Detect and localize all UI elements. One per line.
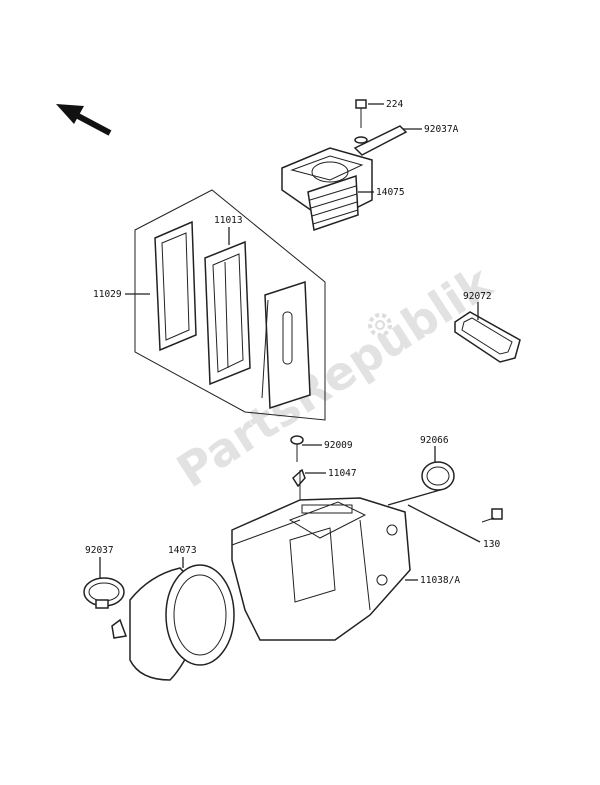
label-92009: 92009 (324, 440, 353, 451)
part-14073-duct (111, 564, 235, 681)
label-92072: 92072 (463, 291, 492, 302)
label-14073: 14073 (168, 545, 197, 556)
arrow-up-left-icon (56, 104, 112, 136)
part-224-bolt (354, 99, 368, 144)
gear-icon (368, 313, 392, 337)
part-14075-duct (281, 147, 373, 231)
label-11047: 11047 (328, 468, 357, 479)
part-labels: 224 92037A 14075 11013 11029 92072 92009… (85, 99, 500, 586)
label-11038A: 11038/A (420, 575, 460, 586)
part-92066-cap (421, 461, 455, 491)
label-11013: 11013 (214, 215, 243, 226)
label-92066: 92066 (420, 435, 449, 446)
label-11029: 11029 (93, 289, 122, 300)
label-130: 130 (483, 539, 500, 550)
label-14075: 14075 (376, 187, 405, 198)
part-92009-screw (290, 435, 304, 462)
part-92037-clamp (83, 577, 125, 609)
part-11038A-case (231, 497, 411, 641)
part-92072-band (454, 311, 521, 363)
part-130-bolt (481, 508, 503, 523)
part-filter-holder (261, 280, 311, 410)
label-224: 224 (386, 99, 403, 110)
part-11029-gasket (154, 220, 197, 352)
part-11013-element (204, 240, 251, 386)
label-92037: 92037 (85, 545, 114, 556)
label-92037A: 92037A (424, 124, 459, 135)
part-92037A-strap (353, 125, 408, 156)
leader-lines (99, 103, 481, 581)
part-11047-bracket (292, 468, 306, 500)
filter-group-outline (134, 189, 326, 421)
